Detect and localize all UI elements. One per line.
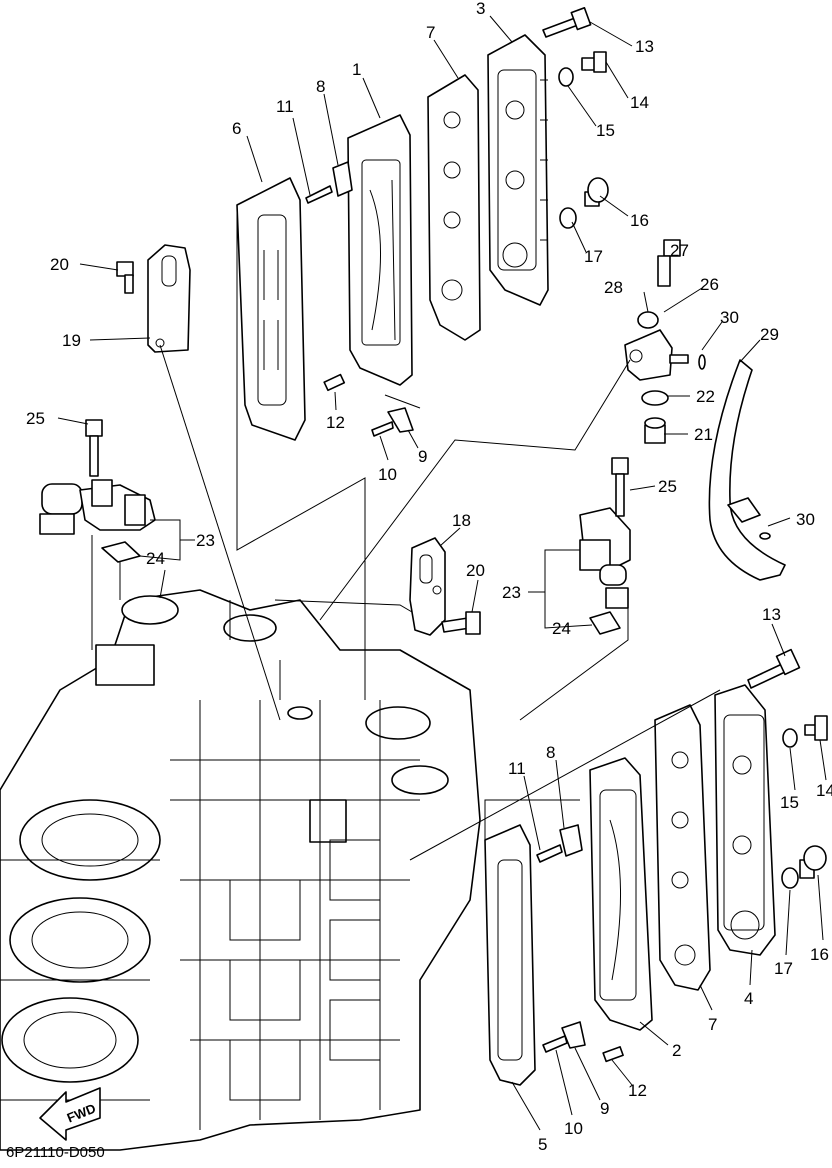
reed-valve-plate-1: [347, 114, 413, 386]
callout-16-lower: 16: [810, 945, 829, 964]
plug-16-upper: [584, 177, 609, 207]
cover-4: [714, 684, 776, 956]
callout-labels: 3 13 7 14 1 15 8 11 6 16 17 27 20 28 26 …: [26, 0, 832, 1154]
callout-24-left: 24: [146, 549, 165, 568]
callout-9-lower: 9: [600, 1099, 609, 1118]
hose-29: [708, 359, 786, 581]
fitting-30: [727, 497, 761, 523]
callout-12-upper: 12: [326, 413, 345, 432]
oring-28: [637, 311, 659, 329]
screw-10-upper: [371, 421, 394, 437]
callout-2: 2: [672, 1041, 681, 1060]
valve-assembly-23-left: [39, 479, 156, 535]
callout-7-lower: 7: [708, 1015, 717, 1034]
washer-15-lower: [782, 728, 798, 748]
callout-20-upper: 20: [50, 255, 69, 274]
callout-30-upper: 30: [720, 308, 739, 327]
callout-19: 19: [62, 331, 81, 350]
plug-16-lower: [799, 845, 827, 879]
callout-23-right: 23: [502, 583, 521, 602]
pin-12-upper: [323, 373, 346, 392]
screw-11-upper: [305, 185, 333, 204]
callout-20-lower: 20: [466, 561, 485, 580]
callout-7-upper: 7: [426, 23, 435, 42]
callout-10-upper: 10: [378, 465, 397, 484]
bolt-14-lower: [804, 715, 828, 741]
bolt-14-upper: [581, 51, 607, 73]
bolt-20-lower: [441, 611, 481, 635]
pin-12-lower: [602, 1046, 624, 1063]
callout-27: 27: [670, 241, 689, 260]
reed-valve-plate-2: [589, 757, 653, 1031]
clip-30-upper: [698, 354, 706, 370]
callout-15-lower: 15: [780, 793, 799, 812]
callout-13-lower: 13: [762, 605, 781, 624]
washer-15-upper: [558, 67, 574, 87]
cover-3: [487, 34, 549, 306]
cylinder-block: [0, 560, 481, 1151]
valve-assembly-23-right: [579, 507, 631, 609]
bolt-13-upper: [542, 7, 592, 38]
diagram-code: 6P21110-D050: [6, 1144, 105, 1161]
screw-11-lower: [536, 844, 563, 863]
callout-30-lower: 30: [796, 510, 815, 529]
gasket-5: [484, 824, 536, 1086]
callout-8-upper: 8: [316, 77, 325, 96]
callout-21: 21: [694, 425, 713, 444]
gasket-7-lower: [654, 704, 711, 991]
callout-1: 1: [352, 60, 361, 79]
clip-30-lower: [759, 532, 771, 540]
gasket-6: [236, 177, 306, 441]
callout-10-lower: 10: [564, 1119, 583, 1138]
callout-9-upper: 9: [418, 447, 427, 466]
fwd-arrow-icon: FWD: [39, 1087, 101, 1141]
callout-25-left: 25: [26, 409, 45, 428]
stopper-8-upper: [332, 161, 353, 197]
bracket-18: [409, 537, 446, 636]
callout-8-lower: 8: [546, 743, 555, 762]
callout-18: 18: [452, 511, 471, 530]
gasket-7: [427, 74, 481, 341]
callout-24-right: 24: [552, 619, 571, 638]
bolt-20-upper: [116, 261, 134, 294]
callout-15-upper: 15: [596, 121, 615, 140]
callout-17-lower: 17: [774, 959, 793, 978]
callout-29: 29: [760, 325, 779, 344]
bolt-25-left: [85, 419, 103, 477]
callout-12-lower: 12: [628, 1081, 647, 1100]
callout-25-right: 25: [658, 477, 677, 496]
callout-6: 6: [232, 119, 241, 138]
callout-11-lower: 11: [508, 759, 526, 778]
callout-14-lower: 14: [816, 781, 832, 800]
clip-24-right: [589, 611, 621, 635]
washer-17-lower: [781, 867, 799, 889]
callout-23-left: 23: [196, 531, 215, 550]
joint-26: [624, 329, 689, 381]
bolt-25-right: [611, 457, 629, 517]
callout-13-upper: 13: [635, 37, 654, 56]
plug-21: [644, 417, 666, 444]
stopper-8-lower: [559, 824, 583, 857]
clip-9-upper: [387, 407, 414, 433]
callout-4: 4: [744, 989, 753, 1008]
callout-3-upper: 3: [476, 0, 485, 18]
callout-28: 28: [604, 278, 623, 297]
bolt-13-lower: [747, 648, 801, 689]
bolt-27: [657, 239, 681, 287]
callout-16-upper: 16: [630, 211, 649, 230]
callout-17-upper: 17: [584, 247, 603, 266]
gasket-22: [641, 390, 669, 406]
callout-11-upper: 11: [276, 97, 294, 116]
bracket-19: [147, 244, 191, 353]
callout-26: 26: [700, 275, 719, 294]
leader-lines: [57, 15, 827, 1131]
clip-24-left: [101, 541, 141, 563]
callout-22: 22: [696, 387, 715, 406]
callout-5: 5: [538, 1135, 547, 1154]
screw-10-lower: [542, 1035, 568, 1053]
callout-14-upper: 14: [630, 93, 649, 112]
